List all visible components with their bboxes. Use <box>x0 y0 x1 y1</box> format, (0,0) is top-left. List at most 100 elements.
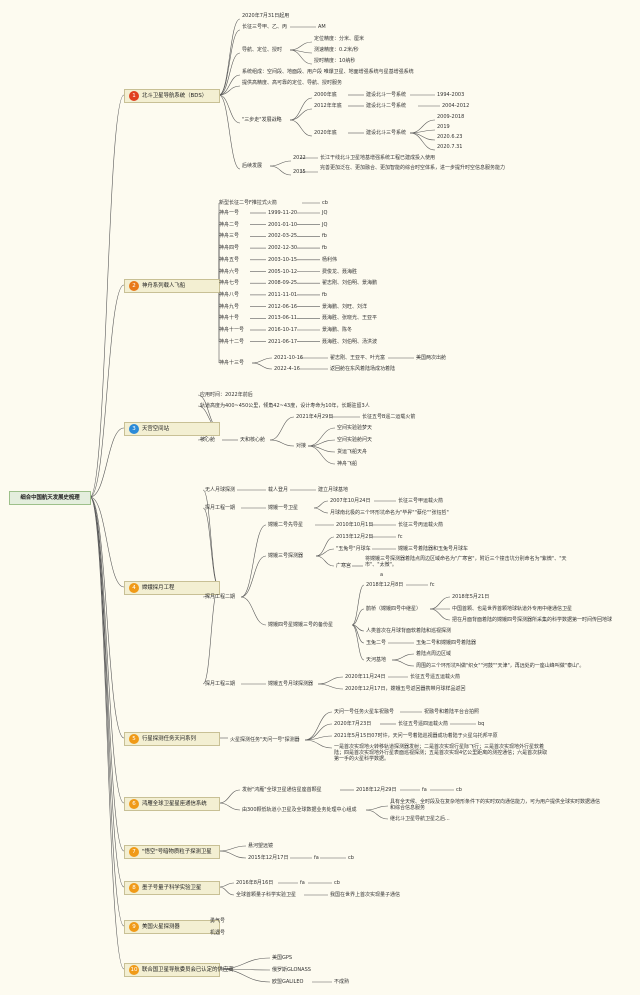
tg-core: 核心舱 <box>200 437 216 443</box>
bds-step1-years: 1994-2003 <box>437 92 465 98</box>
ce-ce2-date: 2010年10月1日 <box>336 522 374 528</box>
sz-crew: 景海鹏、刘旺、刘洋 <box>322 303 368 310</box>
sz-rocket-note: cb <box>322 200 328 206</box>
connector-line <box>289 119 313 137</box>
sz-name: 神舟二号 <box>219 221 240 228</box>
mz-date: 2016年8月16日 <box>236 880 274 886</box>
bds-nav1: 定位精度：分米、厘米 <box>314 36 365 42</box>
connector-line <box>89 496 125 588</box>
ce-ce2: 嫦娥二号先导星 <box>268 522 304 528</box>
bds-step3: 建设北斗三号系统 <box>366 130 407 136</box>
hy-capability: 具有全天候、全时段及在复杂地形条件下的实时双向通信能力，可为用户提供全球实时数据… <box>390 799 601 811</box>
ce-ce1-craters: 月球南北极的三个环形坑命名为"毕昇""蔡伦""张钰哲" <box>330 510 449 516</box>
connector-line <box>218 18 241 96</box>
ce-farside: 人类首次在月球背面软着陆和巡视探测 <box>366 628 452 634</box>
connector-line <box>218 845 247 852</box>
sz-crew: fb <box>322 245 327 252</box>
category-number: 2 <box>129 281 139 291</box>
connector-line <box>89 496 125 804</box>
ce-base: 建立月球基地 <box>318 487 349 493</box>
connector-line <box>218 802 241 811</box>
tw-firsts: 一是首次实现地火转移轨道探测器发射；二是首次实现行星际飞行；三是首次实现地外行星… <box>334 744 548 762</box>
category-label: 嫦娥探月工程 <box>142 585 175 591</box>
wk-note2: cb <box>348 855 354 861</box>
connector-line <box>304 723 333 741</box>
bds-rockets: 长征三号甲、乙、丙 <box>242 24 288 30</box>
connector-line <box>218 968 271 983</box>
sz-crew: JQ <box>322 221 328 228</box>
bds-step1-date: 2000年底 <box>314 92 337 98</box>
ce-phase2: 探月工程二期 <box>205 594 236 600</box>
bds-step3-b: 2019 <box>437 124 450 130</box>
bds-strategy: "三步走"发展战略 <box>242 117 282 123</box>
tg-dock: 对接 <box>296 443 307 449</box>
connector-line <box>307 439 336 447</box>
sz-date: 2002-03-25 <box>268 233 298 240</box>
connector-line <box>409 132 436 141</box>
connector-line <box>218 789 241 804</box>
connector-line <box>218 957 271 970</box>
connector-line <box>269 160 292 167</box>
tw-rocket: 长征五号遥四运载火箭 <box>398 721 449 727</box>
connector-line <box>202 507 220 588</box>
category-label: 天宫空间站 <box>142 426 169 432</box>
tg-launch-rocket: 长征五号B遥二运载火箭 <box>362 414 416 420</box>
ce-ce4-note: fc <box>430 582 435 588</box>
wk-date: 2015年12月17日 <box>248 855 289 861</box>
connector-line <box>269 439 295 447</box>
us-opportunity: 机遇号 <box>210 930 226 936</box>
sz13: 神舟十三号 <box>219 360 245 366</box>
bds-step1: 建设北斗一号系统 <box>366 92 407 98</box>
category-node[interactable]: 7"悟空"号暗物质粒子探测卫星 <box>124 845 220 859</box>
sz-date: 2013-06-11 <box>268 315 298 322</box>
hy-date: 2018年12月29日 <box>356 787 397 793</box>
connector-line <box>218 886 235 896</box>
connector-line <box>289 49 313 65</box>
root-node[interactable]: 细合中国航天发展史梳理 <box>9 491 91 505</box>
bds-nav2: 测速精度：0.2米/秒 <box>314 47 359 53</box>
connector-line <box>269 416 295 441</box>
sz-date: 2016-10-17 <box>268 327 298 333</box>
connector-line <box>315 555 335 567</box>
bds-step2: 建设北斗二号系统 <box>366 103 407 109</box>
sz-crew: 杨利伟 <box>322 256 338 263</box>
ce-ce5-rocket: 长征五号遥五运载火箭 <box>410 674 461 680</box>
sz13-date-a: 2021-10-16 <box>274 355 304 361</box>
sz-date: 2011-11-01 <box>268 291 298 298</box>
connector-line <box>240 524 267 598</box>
bds-2035-text: 完善更加泛在、更加融合、更加智能的综合时空体系，进一步提升时空信息服务能力 <box>320 165 506 171</box>
category-number: 9 <box>129 922 139 932</box>
category-label: 墨子号量子科学实验卫星 <box>142 885 202 891</box>
ce-guanghan-desc: 将嫦娥三号探测器着陆点周边区域命名为"广寒宫"，附近三个撞击坑分别命名为"紫微"… <box>365 556 567 568</box>
connector-line <box>313 500 329 509</box>
connector-line <box>304 711 333 741</box>
tw-launch-date: 2020年7月23日 <box>334 721 372 727</box>
bds-2022: 2022 <box>293 155 306 161</box>
sz-date: 1999-11-20 <box>268 210 298 216</box>
sz-name: 神舟十号 <box>219 315 240 322</box>
connector-line <box>351 608 365 626</box>
category-number: 1 <box>129 91 139 101</box>
category-label: 神舟系列载人飞船 <box>142 283 186 289</box>
ce-queqiao-date: 2018年5月21日 <box>452 594 490 600</box>
sz-crew: fb <box>322 291 327 298</box>
sz-name: 神舟三号 <box>219 233 240 240</box>
tg-time: 应用时间：2022年前后 <box>200 392 253 398</box>
sz-date: 2002-12-30 <box>268 245 298 252</box>
connector-line <box>289 41 313 51</box>
sz13-date-b: 2022-4-16 <box>274 366 300 372</box>
hy-composition: 由300颗低轨道小卫星及全球数据业务处理中心组成 <box>242 807 357 813</box>
connector-line <box>251 357 273 364</box>
connector-line <box>218 85 241 96</box>
sz13-landing: 返回舱在东风着陆场成功着陆 <box>330 366 396 372</box>
ce-tianhe-base: 天河基地 <box>366 657 387 663</box>
